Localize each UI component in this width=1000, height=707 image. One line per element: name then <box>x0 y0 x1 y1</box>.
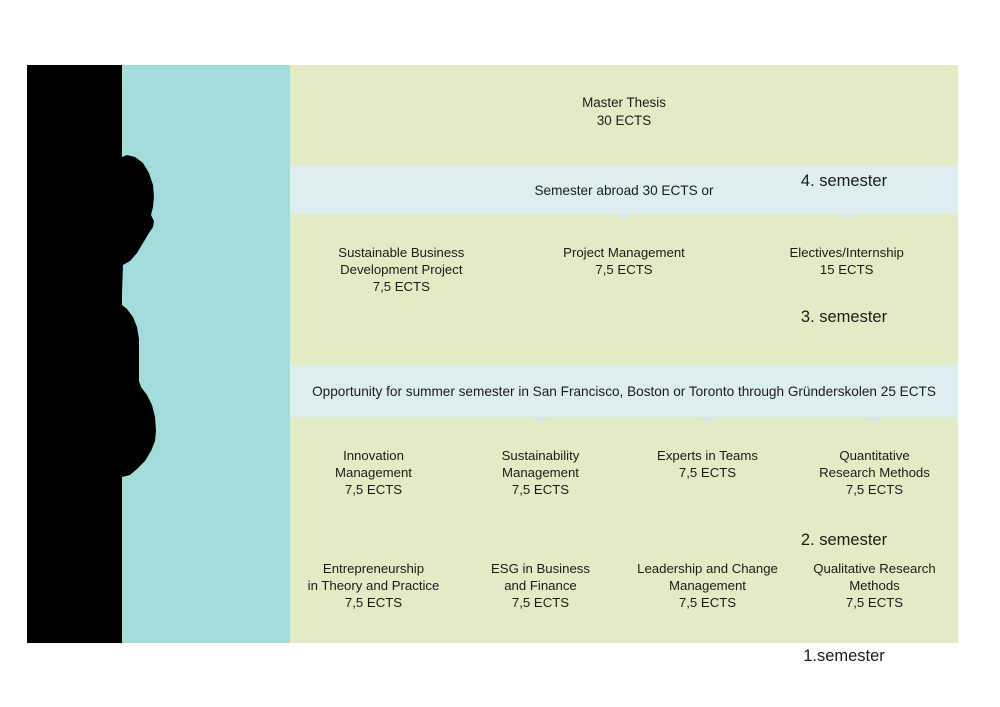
semester-3-course-cells: Sustainable Business Development Project… <box>290 213 958 365</box>
course-line-1: Electives/Internship <box>789 245 904 260</box>
course-cell: Quantitative Research Methods 7,5 ECTS <box>791 416 958 530</box>
course-line-1: Quantitative <box>839 448 910 463</box>
course-line-1: Sustainability <box>501 448 580 463</box>
course-cell: Innovation Management 7,5 ECTS <box>290 417 457 530</box>
course-cell: Project Management 7,5 ECTS <box>513 213 736 365</box>
course-line-1: Leadership and Change <box>637 561 778 576</box>
course-cell: Experts in Teams 7,5 ECTS <box>624 416 791 530</box>
semester-label-1-text: 1.semester <box>803 647 885 665</box>
study-programme-diagram: 4. semester 3. semester 2. semester 1.se… <box>27 65 958 665</box>
semester-label-1: 1.semester <box>730 647 958 666</box>
course-line-2: Development Project <box>340 262 463 278</box>
semester-1-course-cells: Entrepreneurship in Theory and Practice … <box>290 530 958 643</box>
course-line-1: Project Management <box>563 245 685 260</box>
course-line-2: Methods <box>849 578 900 594</box>
course-line-1: Entrepreneurship <box>322 561 425 576</box>
semester-2-course-cells: Innovation Management 7,5 ECTS Sustainab… <box>290 416 958 530</box>
course-line-1: Innovation <box>343 448 404 463</box>
course-line-2: Management <box>335 465 412 481</box>
cell-divider-notch <box>698 416 717 423</box>
row-master-thesis: Master Thesis 30 ECTS <box>290 65 958 166</box>
course-ects: 7,5 ECTS <box>372 279 430 295</box>
course-cell: Sustainability Management 7,5 ECTS <box>457 416 624 530</box>
course-line-1: Qualitative Research <box>813 561 936 576</box>
cell-divider-notch <box>865 416 884 423</box>
course-ects: 7,5 ECTS <box>511 595 570 611</box>
course-ects: 7,5 ECTS <box>344 482 403 498</box>
course-cell: Qualitative Research Methods 7,5 ECTS <box>791 530 958 643</box>
course-ects: 7,5 ECTS <box>845 595 904 611</box>
master-thesis-ects: 30 ECTS <box>596 112 652 128</box>
master-thesis-title: Master Thesis <box>582 94 666 110</box>
semester-abroad-text: Semester abroad 30 ECTS or <box>534 182 714 198</box>
person-silhouette-icon <box>27 65 156 643</box>
course-line-1: Experts in Teams <box>657 448 758 463</box>
row-semester-3: Sustainable Business Development Project… <box>290 213 958 365</box>
row-semester-abroad: Semester abroad 30 ECTS or <box>290 166 958 214</box>
master-thesis-cell: Master Thesis 30 ECTS <box>290 65 958 166</box>
row-semester-1: Entrepreneurship in Theory and Practice … <box>290 530 958 643</box>
course-ects: 7,5 ECTS <box>845 482 904 498</box>
course-cell: Leadership and Change Management 7,5 ECT… <box>624 530 791 643</box>
course-ects: 7,5 ECTS <box>595 262 653 278</box>
course-line-2: and Finance <box>504 578 577 594</box>
course-ects: 7,5 ECTS <box>344 595 403 611</box>
row-semester-2: Innovation Management 7,5 ECTS Sustainab… <box>290 416 958 530</box>
row-summer-semester-opportunity: Opportunity for summer semester in San F… <box>290 365 958 417</box>
course-ects: 7,5 ECTS <box>678 595 737 611</box>
course-ects: 15 ECTS <box>819 262 874 278</box>
course-cell: Entrepreneurship in Theory and Practice … <box>290 530 457 643</box>
course-ects: 7,5 ECTS <box>511 482 570 498</box>
course-line-2: in Theory and Practice <box>307 578 440 594</box>
course-line-2: Research Methods <box>819 465 930 481</box>
course-line-1: Sustainable Business <box>338 245 465 260</box>
course-line-2: Management <box>502 465 579 481</box>
opportunity-text: Opportunity for summer semester in San F… <box>312 383 936 399</box>
course-cell: ESG in Business and Finance 7,5 ECTS <box>457 530 624 643</box>
cell-divider-notch <box>837 213 856 220</box>
course-line-2: Management <box>669 578 746 594</box>
course-ects: 7,5 ECTS <box>678 465 737 481</box>
cell-divider-notch <box>531 416 550 423</box>
programme-content: Master Thesis 30 ECTS Semester abroad 30… <box>246 65 958 643</box>
cell-divider-notch <box>615 213 633 220</box>
course-cell: Electives/Internship 15 ECTS <box>735 213 958 365</box>
course-cell: Sustainable Business Development Project… <box>290 214 513 365</box>
course-line-1: ESG in Business <box>491 561 590 576</box>
